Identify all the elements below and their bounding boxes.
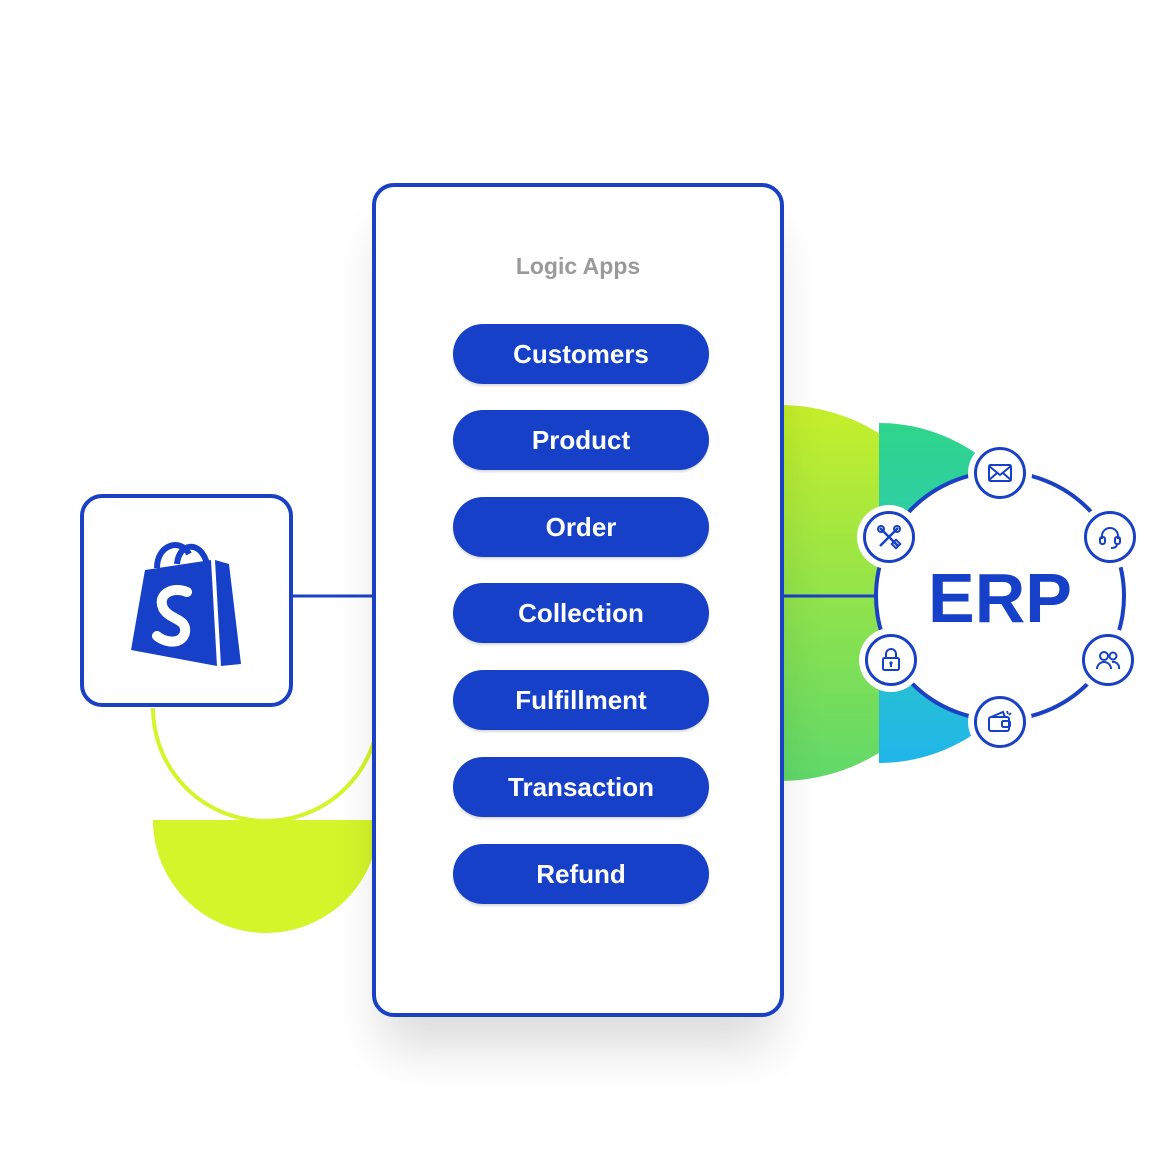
transaction-button[interactable]: Transaction <box>453 757 709 817</box>
mail-badge <box>974 447 1026 499</box>
customers-button[interactable]: Customers <box>453 324 709 384</box>
logic-apps-panel: Logic Apps Customers Product Order Colle… <box>372 183 784 1017</box>
users-icon <box>1096 651 1121 670</box>
lime-outline-semicircle <box>151 707 381 823</box>
mail-icon <box>988 464 1012 482</box>
collection-button[interactable]: Collection <box>453 583 709 643</box>
product-button[interactable]: Product <box>453 410 709 470</box>
wallet-badge <box>974 696 1026 748</box>
lock-icon <box>882 648 900 671</box>
tools-icon <box>877 525 902 550</box>
order-button[interactable]: Order <box>453 497 709 557</box>
erp-node[interactable]: ERP <box>874 470 1126 722</box>
users-badge <box>1082 634 1134 686</box>
headset-badge <box>1084 511 1136 563</box>
tools-badge <box>863 511 915 563</box>
shopify-box[interactable] <box>80 494 293 707</box>
lock-badge <box>865 634 917 686</box>
lime-filled-semicircle <box>153 820 379 933</box>
shopify-bag-icon <box>131 542 241 666</box>
headset-icon <box>1099 527 1121 549</box>
wallet-icon <box>988 710 1012 732</box>
panel-title: Logic Apps <box>515 253 641 279</box>
fulfillment-button[interactable]: Fulfillment <box>453 670 709 730</box>
refund-button[interactable]: Refund <box>453 844 709 904</box>
erp-label: ERP <box>928 559 1072 637</box>
